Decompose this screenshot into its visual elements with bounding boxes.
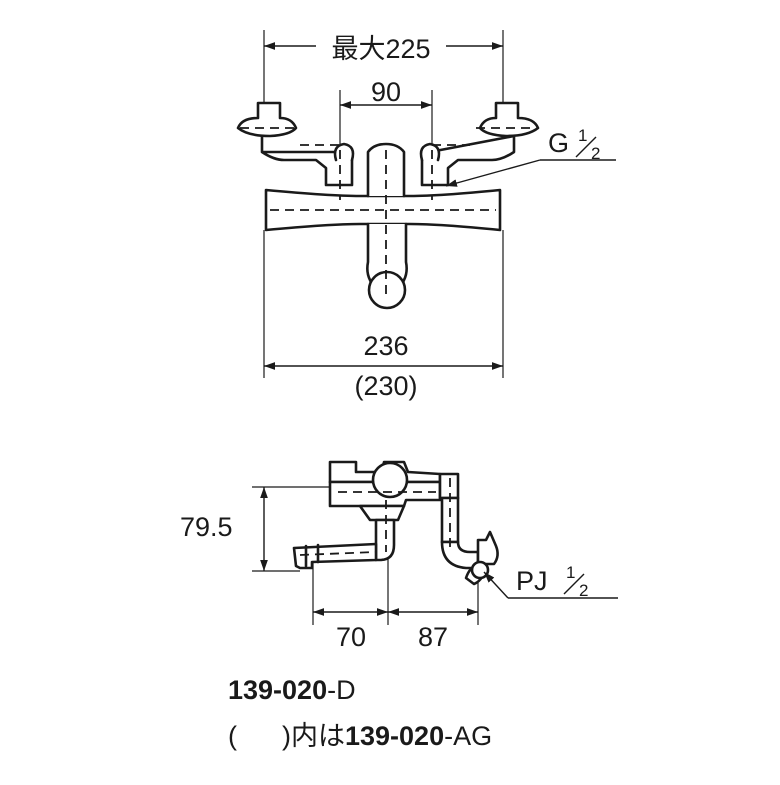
dim-height: 79.5: [180, 512, 233, 542]
thread-label: G: [548, 128, 569, 158]
left-eccentric-fitting: [236, 101, 355, 187]
model-suffix: -D: [327, 675, 356, 705]
spout-side: [292, 542, 378, 570]
pipe-label: PJ: [516, 566, 548, 596]
dim-center-distance: 90: [371, 77, 401, 107]
alt-model-number: 139-020: [345, 721, 445, 751]
alt-model-note: ( )内は: [228, 721, 345, 751]
right-eccentric-fitting: [419, 101, 540, 187]
alt-model-suffix: -AG: [444, 721, 493, 751]
side-view: 79.5 70 87 PJ 1 2: [180, 460, 618, 652]
dim-body-width-alt: (230): [354, 371, 417, 401]
dim-overall-max: 最大225: [331, 34, 430, 64]
pipe-fraction-numerator: 1: [566, 563, 575, 582]
thread-leader-line: [445, 159, 541, 187]
pipe-fraction-bar: [563, 573, 585, 595]
pipe-leader-line: [483, 571, 509, 599]
wall-flange-side: [464, 530, 499, 586]
model-caption: 139-020-D: [228, 674, 356, 706]
wall-nut: [470, 560, 490, 580]
dim-spout-length: 70: [336, 622, 366, 652]
faucet-body-side: [328, 460, 442, 562]
dim-offset: 87: [418, 622, 448, 652]
supply-pipe-side: [438, 472, 480, 570]
alt-model-caption: ( )内は139-020-AG: [228, 720, 492, 752]
thread-fraction-denominator: 2: [591, 144, 600, 163]
hidden-lines-side: [299, 478, 451, 556]
top-view: 最大225 90 G 1 2 236 (230): [236, 30, 616, 401]
hidden-lines-top: [240, 127, 536, 300]
body-boss: [371, 461, 409, 499]
thread-fraction-bar: [575, 136, 597, 158]
spout-outlet: [367, 270, 407, 310]
thread-fraction-numerator: 1: [578, 126, 587, 145]
model-number: 139-020: [228, 675, 328, 705]
faucet-body-top: [264, 142, 502, 310]
pipe-fraction-denominator: 2: [579, 581, 588, 600]
dim-body-width: 236: [363, 331, 408, 361]
